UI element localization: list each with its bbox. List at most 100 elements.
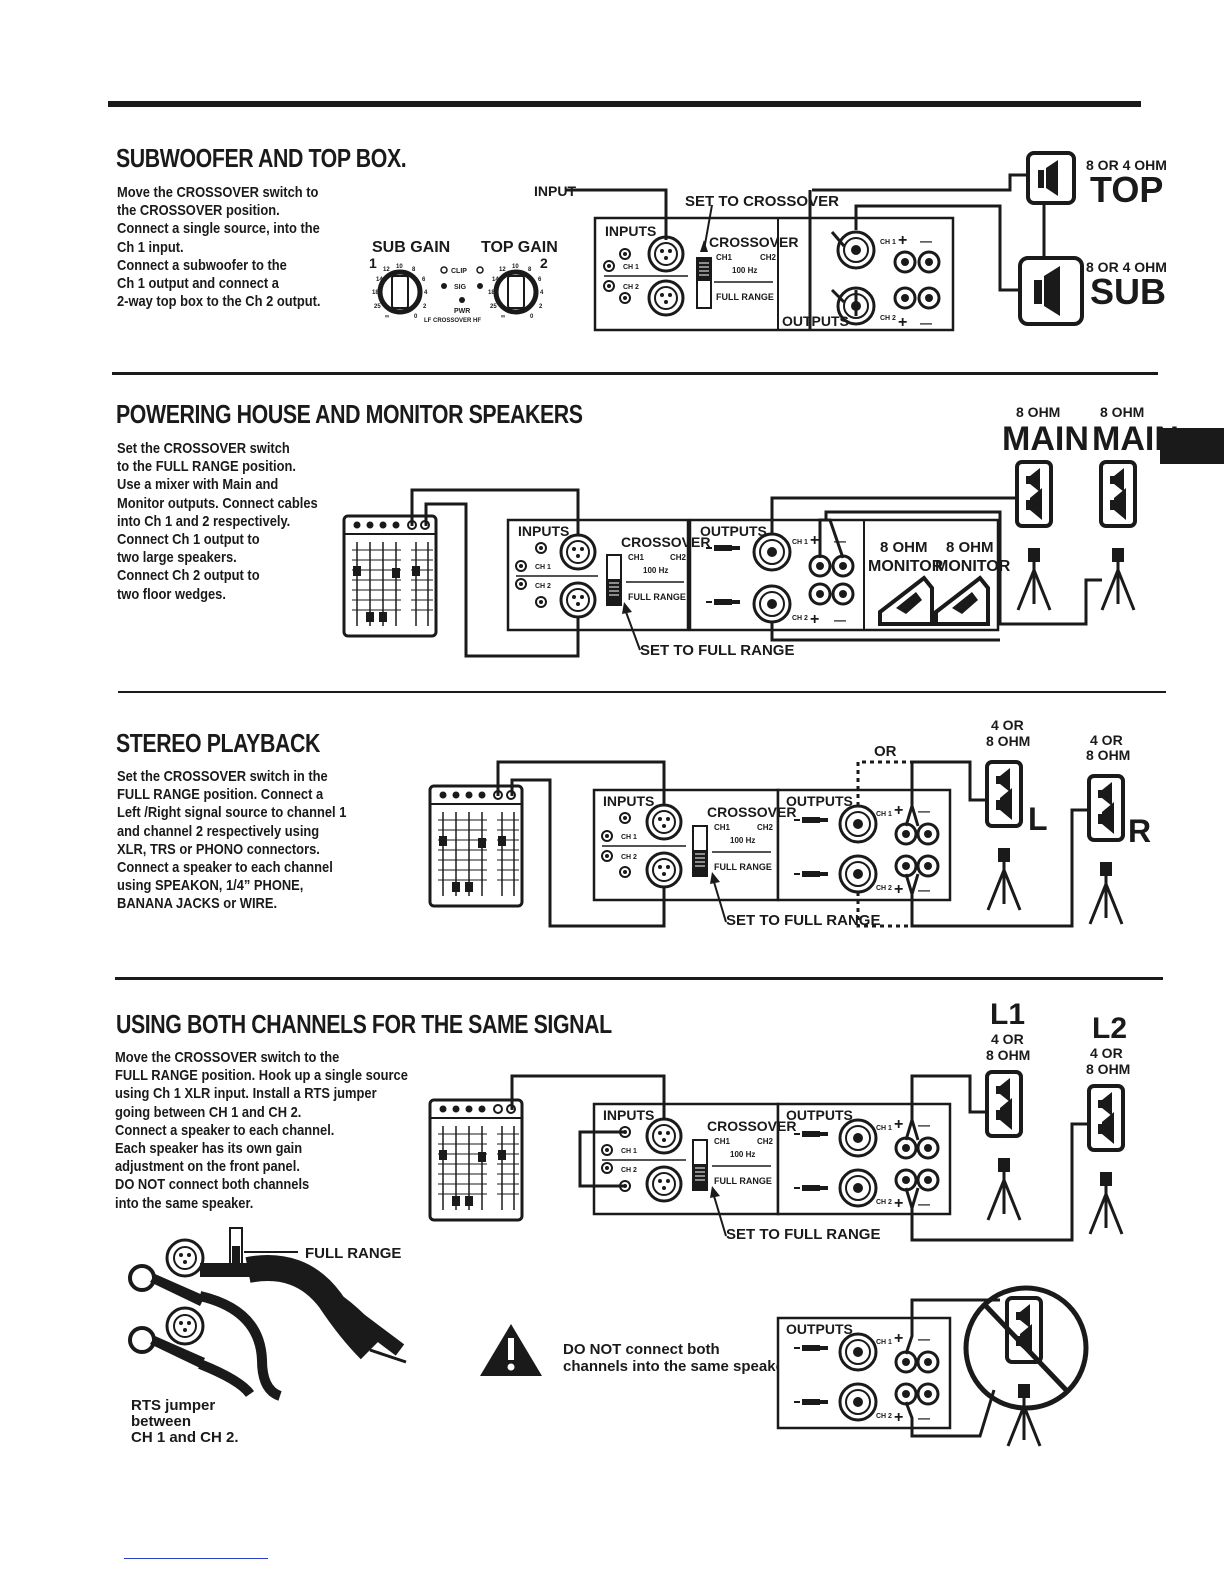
svg-text:8: 8 — [528, 267, 532, 273]
svg-text:PWR: PWR — [454, 308, 470, 315]
svg-text:LF CROSSOVER HF: LF CROSSOVER HF — [424, 318, 481, 324]
svg-text:—: — — [918, 1118, 930, 1132]
top-gain-label: TOP GAIN — [481, 239, 558, 256]
svg-text:CH2: CH2 — [757, 823, 774, 832]
svg-text:10: 10 — [512, 264, 519, 270]
svg-text:—: — — [918, 1411, 930, 1425]
svg-text:OUTPUTS: OUTPUTS — [700, 523, 767, 539]
section-3-title: STEREO PLAYBACK — [116, 728, 320, 758]
svg-text:FULL RANGE: FULL RANGE — [714, 862, 772, 872]
svg-text:8 OHM: 8 OHM — [986, 733, 1030, 749]
top-speaker — [1026, 151, 1076, 205]
svg-text:CH 1: CH 1 — [792, 539, 808, 546]
svg-text:FULL RANGE: FULL RANGE — [714, 1176, 772, 1186]
svg-text:—: — — [918, 883, 930, 897]
svg-text:0: 0 — [530, 314, 534, 320]
svg-text:OUTPUTS: OUTPUTS — [786, 793, 853, 809]
svg-text:+: + — [894, 1195, 903, 1212]
inputs-label: INPUTS — [605, 223, 656, 239]
svg-text:4 OR: 4 OR — [1090, 732, 1123, 748]
outputs-label: OUTPUTS — [782, 313, 849, 329]
svg-text:+: + — [894, 1330, 903, 1347]
section-4-title: USING BOTH CHANNELS FOR THE SAME SIGNAL — [116, 1009, 612, 1039]
svg-text:CH1: CH1 — [628, 553, 645, 562]
svg-text:+: + — [894, 1116, 903, 1133]
svg-text:CROSSOVER: CROSSOVER — [707, 804, 796, 820]
svg-text:4: 4 — [424, 290, 428, 296]
mixer-2 — [342, 514, 438, 638]
svg-text:12: 12 — [499, 267, 506, 273]
ch2-xlr-input — [647, 279, 685, 317]
svg-text:100 Hz: 100 Hz — [732, 266, 757, 275]
svg-text:+: + — [894, 881, 903, 898]
svg-text:8 OR 4 OHM: 8 OR 4 OHM — [1086, 259, 1167, 275]
svg-text:CH1: CH1 — [714, 1137, 731, 1146]
svg-text:CH1: CH1 — [714, 823, 731, 832]
svg-text:18: 18 — [488, 290, 495, 296]
main-speaker-2 — [1099, 460, 1137, 528]
mixer-4 — [428, 1098, 524, 1222]
svg-text:CH2: CH2 — [760, 253, 777, 262]
warning-text-line-1: DO NOT connect both — [563, 1341, 720, 1358]
svg-text:8 OHM: 8 OHM — [1100, 404, 1144, 420]
svg-text:+: + — [810, 532, 819, 549]
mixer-3 — [428, 784, 524, 908]
svg-text:CH 2: CH 2 — [876, 885, 892, 892]
svg-text:100 Hz: 100 Hz — [730, 836, 755, 845]
monitor-wedge-2 — [934, 575, 990, 626]
svg-text:CH 2: CH 2 — [880, 315, 896, 322]
svg-text:RTS jumper: RTS jumper — [131, 1397, 215, 1414]
svg-text:8 OR 4 OHM: 8 OR 4 OHM — [1086, 157, 1167, 173]
svg-text:4 OR: 4 OR — [1090, 1045, 1123, 1061]
svg-text:4: 4 — [540, 290, 544, 296]
set-to-crossover-label: SET TO CROSSOVER — [685, 193, 839, 210]
svg-text:—: — — [834, 613, 846, 627]
l2-speaker-label: L2 — [1092, 1012, 1127, 1045]
svg-text:CH 1: CH 1 — [535, 564, 551, 571]
svg-text:CH 1: CH 1 — [876, 1339, 892, 1346]
svg-text:CH 1: CH 1 — [876, 811, 892, 818]
ch1-speakon-output — [836, 230, 876, 270]
warning-text-line-2: channels into the same speaker. — [563, 1358, 793, 1375]
svg-text:8 OHM: 8 OHM — [1086, 747, 1130, 763]
svg-text:CH 1: CH 1 — [621, 834, 637, 841]
svg-text:2: 2 — [423, 304, 427, 310]
left-speaker-label: L — [1028, 801, 1048, 837]
svg-text:—: — — [918, 804, 930, 818]
knob-1-number: 1 — [369, 255, 377, 271]
indicator-leds: CLIP SIG PWR LF CROSSOVER HF — [424, 266, 484, 324]
svg-text:CROSSOVER: CROSSOVER — [709, 234, 798, 250]
svg-text:100 Hz: 100 Hz — [643, 566, 668, 575]
input-label: INPUT — [534, 183, 576, 199]
sub-gain-label: SUB GAIN — [372, 239, 450, 256]
main-speaker-label-2: MAIN — [1092, 420, 1179, 458]
svg-text:+: + — [894, 1409, 903, 1426]
svg-text:6: 6 — [422, 277, 426, 283]
main-speaker-1 — [1015, 460, 1053, 528]
knob-2-number: 2 — [540, 255, 548, 271]
full-range-callout: FULL RANGE — [305, 1245, 401, 1262]
svg-text:2: 2 — [539, 304, 543, 310]
main-speaker-label-1: MAIN — [1002, 420, 1089, 458]
svg-text:between: between — [131, 1413, 191, 1430]
sub-speaker-label: SUB — [1090, 271, 1166, 312]
section-2-title: POWERING HOUSE AND MONITOR SPEAKERS — [116, 399, 583, 429]
svg-text:12: 12 — [383, 267, 390, 273]
svg-text:INPUTS: INPUTS — [603, 1107, 654, 1123]
svg-text:+: + — [894, 802, 903, 819]
left-speaker — [985, 760, 1023, 828]
top-speaker-label: TOP — [1090, 169, 1163, 210]
svg-text:8 OHM: 8 OHM — [986, 1047, 1030, 1063]
svg-text:CH 1: CH 1 — [623, 264, 639, 271]
svg-text:MONITOR: MONITOR — [868, 558, 944, 575]
svg-text:8 OHM: 8 OHM — [946, 539, 994, 556]
svg-text:CH 1 and CH 2.: CH 1 and CH 2. — [131, 1429, 239, 1446]
section-divider-1 — [112, 372, 1158, 375]
svg-text:CH 2: CH 2 — [621, 854, 637, 861]
